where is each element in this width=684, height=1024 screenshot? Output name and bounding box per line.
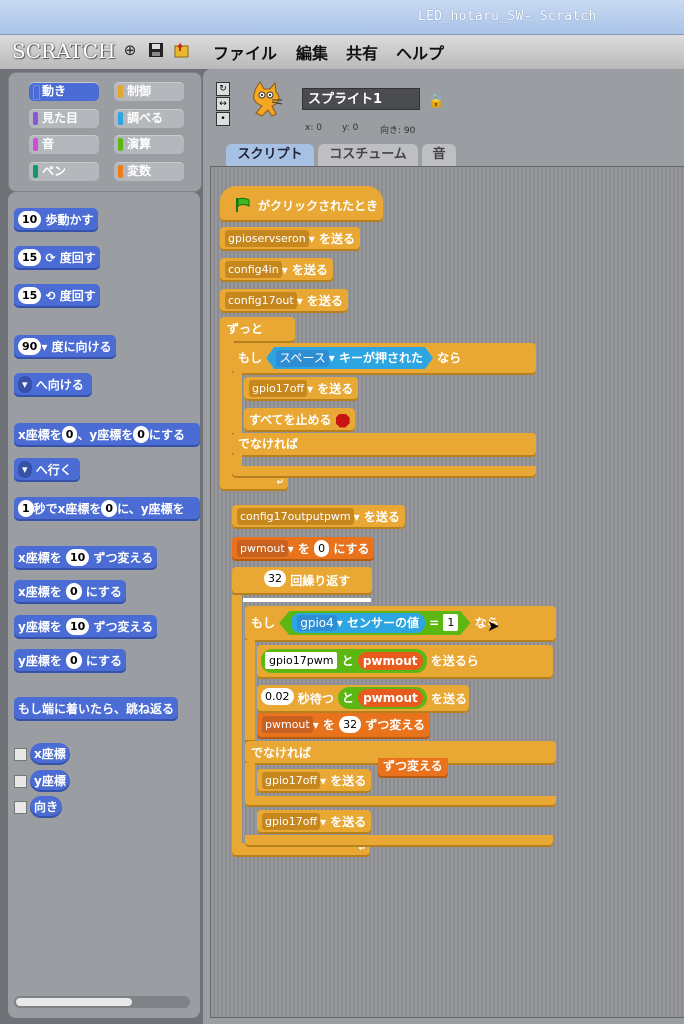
category-sensing[interactable]: 調べる [114,109,184,128]
block-point-towards[interactable]: ▾ へ向ける [14,373,93,397]
category-motion[interactable]: 動き [29,82,99,101]
repeat-block[interactable]: 32 回繰り返す [232,567,372,595]
hat-block-green-flag[interactable]: がクリックされたとき [220,186,383,222]
join-operator-2[interactable]: と pwmout [337,687,427,709]
reporter-xpos[interactable]: x座標 [30,743,70,765]
broadcast-gpio17off-3[interactable]: gpio17off▾ を送る [257,810,372,834]
xpos-checkbox[interactable] [14,748,27,761]
if-else-bottom-1 [232,466,536,478]
title-bar: LED_hotaru_SW- Scratch [0,0,684,35]
green-flag-icon [234,197,252,216]
forever-bottom: ↵ [220,477,288,491]
if-arm-1 [232,373,242,435]
category-variables[interactable]: 変数 [114,162,184,181]
block-change-x[interactable]: x座標を 10 ずつ変える [14,546,158,570]
stop-sign-icon [335,413,350,428]
if-arm-2 [245,640,255,742]
ypos-checkbox[interactable] [14,775,27,788]
change-var-pwmout[interactable]: pwmout▾ を 32 ずつ変える [257,713,430,739]
broadcast-gpio17off-1[interactable]: gpio17off▾ を送る [244,377,359,401]
category-sound[interactable]: 音 [29,135,99,154]
sensor-value-reporter[interactable]: gpio4▾ センサーの値 [291,613,425,633]
category-looks[interactable]: 見た目 [29,109,99,128]
block-turn-right[interactable]: 15 ⟳ 度回す [14,246,100,270]
menu-file[interactable]: ファイル [213,44,278,63]
lock-icon[interactable]: 🔒 [428,94,445,109]
block-move-steps[interactable]: 10 歩動かす [14,208,98,232]
forever-block[interactable]: ずっと [220,317,295,343]
tab-scripts[interactable]: スクリプト [226,144,314,166]
tab-sounds[interactable]: 音 [422,144,456,166]
broadcast-gpio17off-2[interactable]: gpio17off▾ を送る [257,769,372,793]
block-change-y[interactable]: y座標を 10 ずつ変える [14,615,158,639]
stop-all-block[interactable]: すべてを止める [244,408,355,432]
if-else-block-2[interactable]: もし gpio4▾ センサーの値 = 1 なら [245,606,556,642]
broadcast-config17out[interactable]: config17out▾ を送る [220,289,348,313]
menu-share[interactable]: 共有 [346,44,379,63]
palette-scrollbar[interactable] [14,996,190,1008]
sprite-name-field[interactable]: スプライト1 [302,88,420,110]
share-icon[interactable] [174,42,190,58]
rotate-left-icon: ⟲ [45,289,56,303]
key-pressed-sensor[interactable]: スペース▾ キーが押された [266,347,433,369]
category-control[interactable]: 制御 [114,82,184,101]
else-arm-1 [232,455,242,469]
scratch-logo: SCRATCH [12,39,116,63]
scrollbar-thumb[interactable] [16,998,132,1006]
broadcast-config17outputpwm[interactable]: config17outputpwm▾ を送る [232,505,405,529]
mouse-cursor-icon: ➤ [487,617,500,635]
ghost-change-var: ずつ変える [378,758,448,778]
if-else-bottom-2 [245,796,556,807]
category-panel: 動き 制御 見た目 調べる 音 演算 ペン 変数 [8,72,202,192]
set-var-pwmout[interactable]: pwmout▾ を 0 にする [232,537,375,561]
menu-help[interactable]: ヘルプ [396,44,445,63]
else-arm-2 [245,763,255,801]
reporter-direction[interactable]: 向き [30,796,63,818]
block-turn-left[interactable]: 15 ⟲ 度回す [14,284,100,308]
join-operator[interactable]: gpio17pwm と pwmout [261,649,427,673]
if-else-block-1[interactable]: もし スペース▾ キーが押された なら [232,343,536,375]
broadcast-join-block[interactable]: gpio17pwm と pwmout を送るら [257,645,553,679]
block-bounce[interactable]: もし端に着いたら、跳ね返る [14,697,179,721]
block-set-y[interactable]: y座標を 0 にする [14,649,127,673]
menu-bar [0,35,684,69]
forever-arm [220,340,234,480]
rotate-style-icon[interactable]: ↻ [216,82,230,96]
wait-block[interactable]: 0.02 秒待つ と pwmout を送る [257,685,469,713]
drag-insert-indicator [243,598,371,602]
block-point-direction[interactable]: 90▾ 度に向ける [14,335,116,359]
rotate-right-icon: ⟳ [45,251,56,265]
globe-icon[interactable]: ⊕ [123,41,137,59]
else-label-1: でなければ [232,433,536,457]
tab-costumes[interactable]: コスチューム [318,144,418,166]
repeat-arm [232,595,242,845]
broadcast-gpioservseron[interactable]: gpioservseron▾ を送る [220,227,360,251]
direction-checkbox[interactable] [14,801,27,814]
blocks-palette [8,192,200,1018]
menu-edit[interactable]: 編集 [296,44,329,63]
reporter-ypos[interactable]: y座標 [30,770,71,792]
category-operators[interactable]: 演算 [114,135,184,154]
sprite-x: x: 0 [305,123,322,133]
broadcast-config4in[interactable]: config4in▾ を送る [220,258,333,282]
orphan-bottom [245,835,553,847]
category-pen[interactable]: ペン [29,162,99,181]
block-goto[interactable]: ▾ へ行く [14,458,81,482]
sprite-y: y: 0 [342,123,359,133]
equals-operator[interactable]: gpio4▾ センサーの値 = 1 [279,611,470,635]
sprite-thumbnail-icon [242,80,290,128]
flip-style-icon[interactable]: ↔ [216,97,230,111]
block-set-x[interactable]: x座標を 0 にする [14,580,127,604]
no-rotate-icon[interactable]: • [216,112,230,126]
window-title: LED_hotaru_SW- Scratch [418,9,597,24]
sprite-direction: 向き: 90 [380,126,416,136]
save-icon[interactable] [148,42,164,58]
